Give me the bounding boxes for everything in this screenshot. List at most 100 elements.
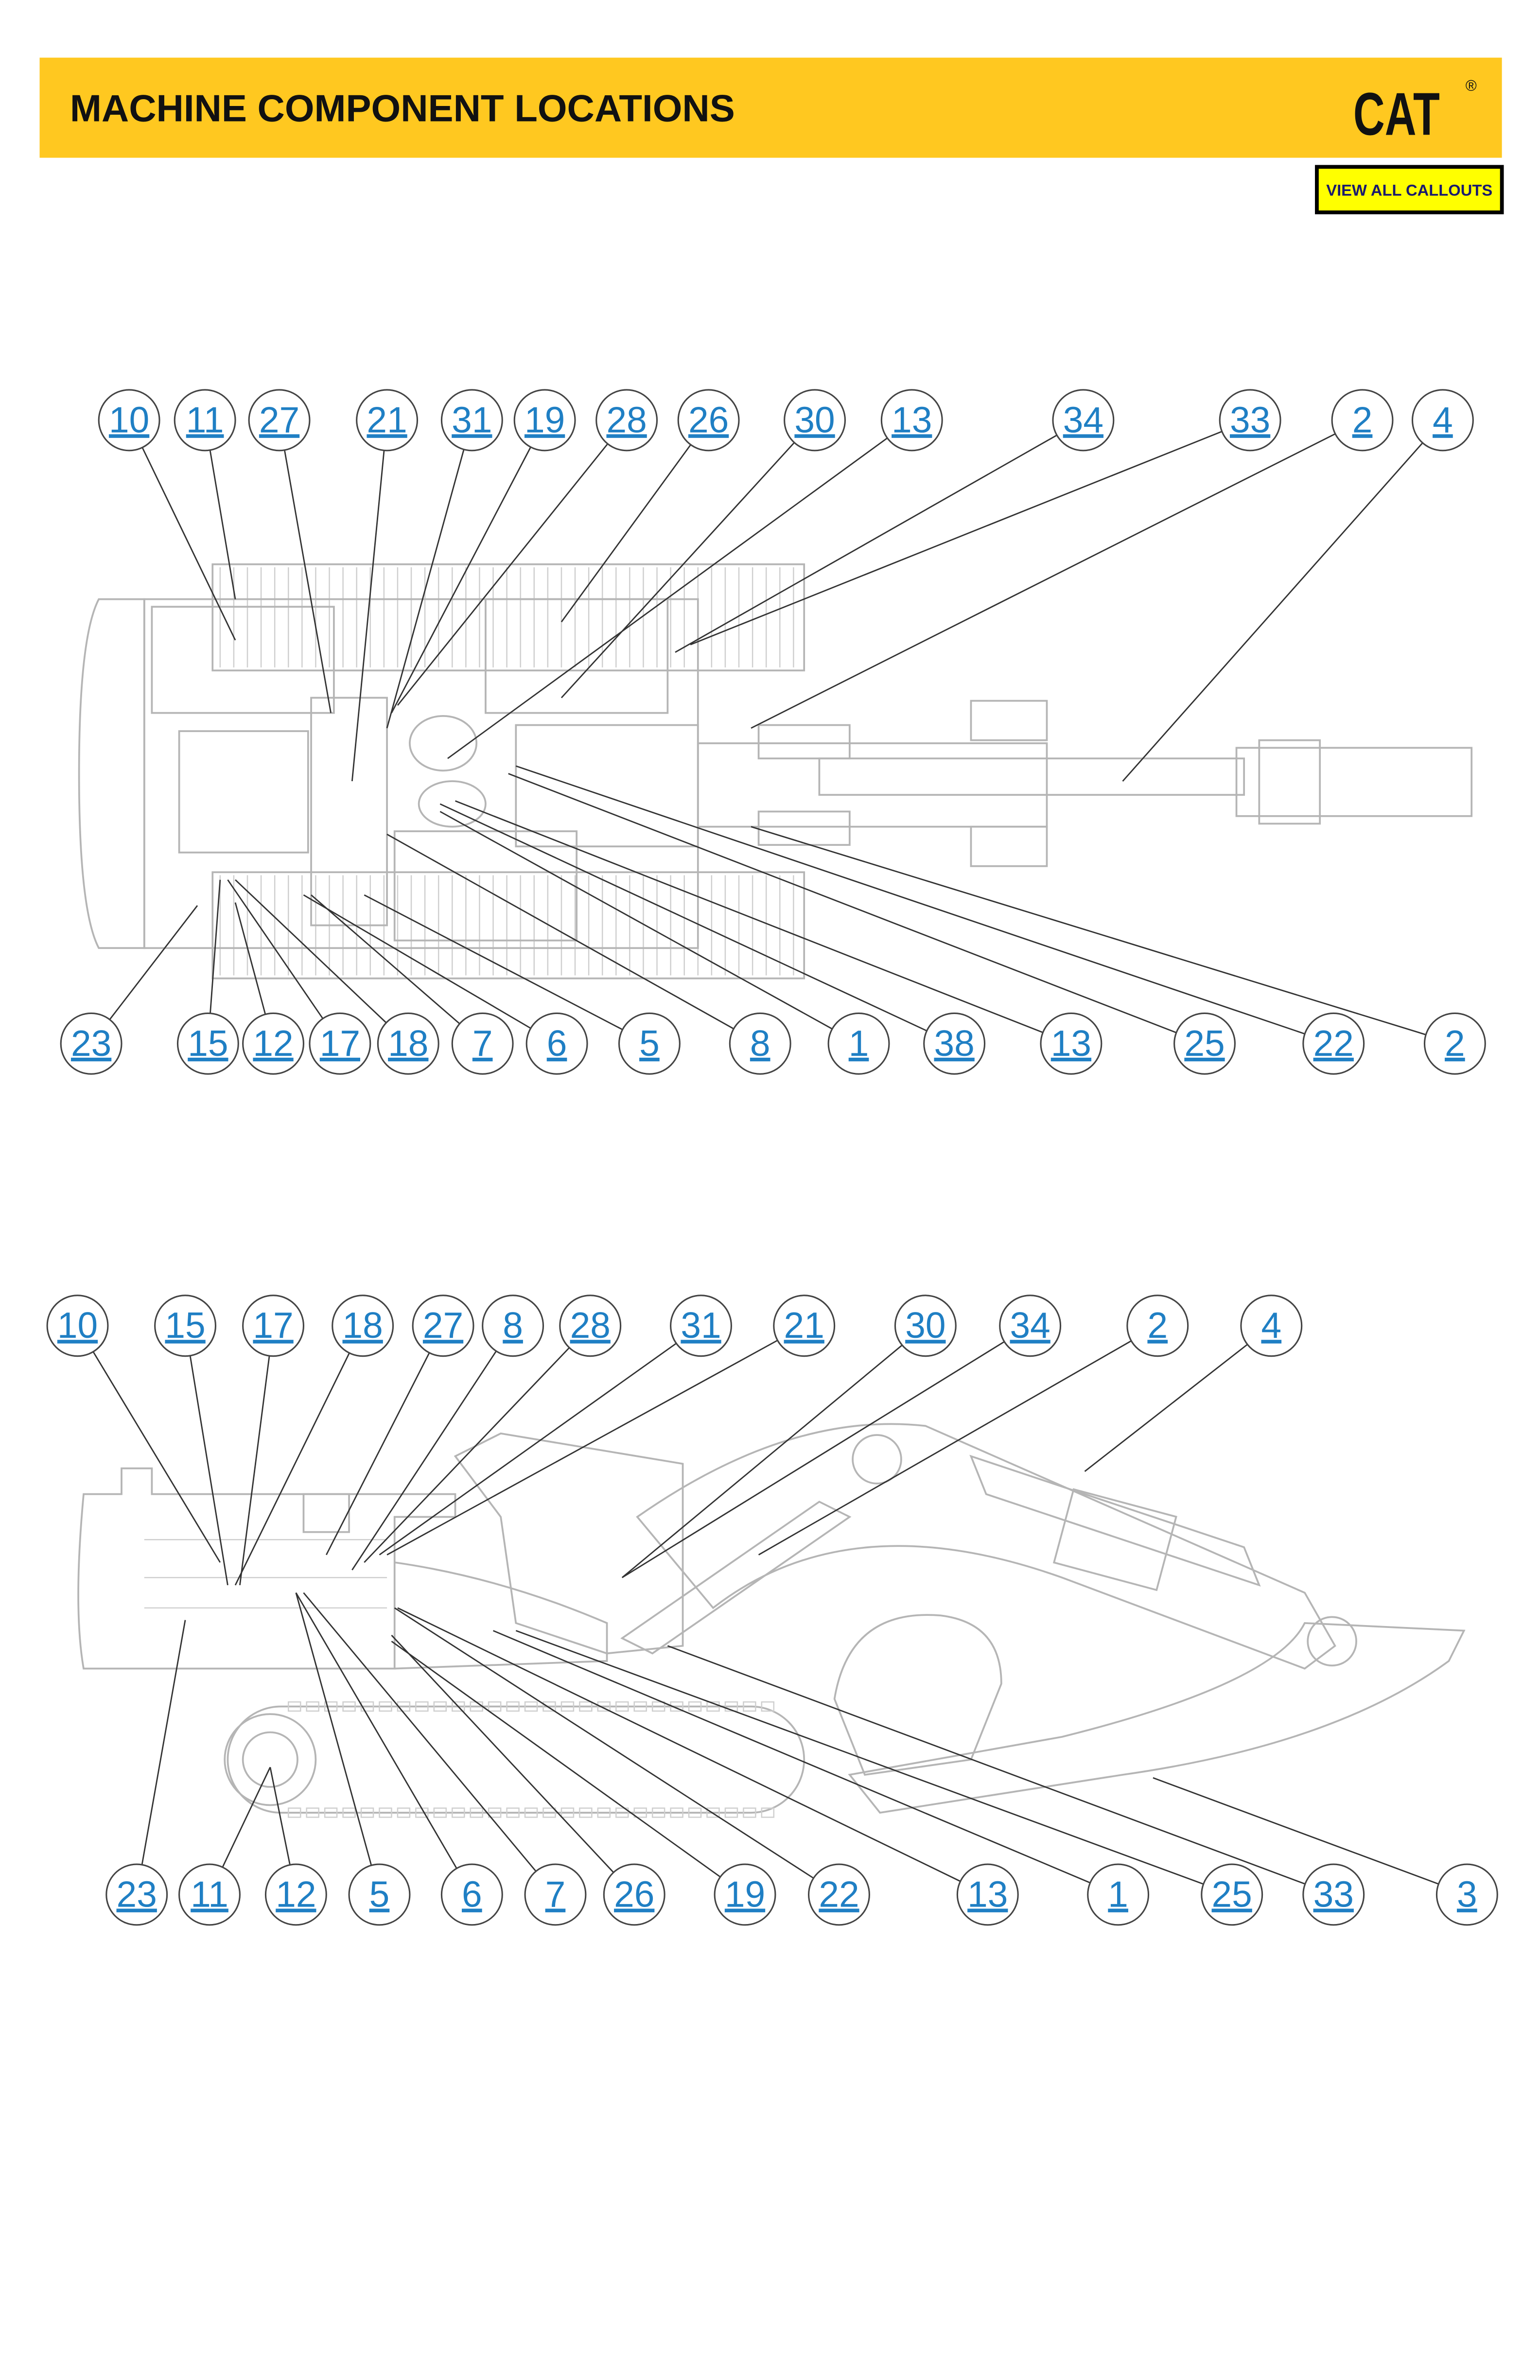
callout-number[interactable]: 38 [934,1023,974,1064]
callout-1[interactable]: 1 [1087,1863,1150,1926]
callout-12[interactable]: 12 [264,1863,327,1926]
view-all-callouts-label[interactable]: VIEW ALL CALLOUTS [1326,181,1492,199]
callout-number[interactable]: 12 [276,1873,316,1914]
callout-number[interactable]: 7 [472,1023,493,1064]
callout-circle[interactable] [98,389,160,452]
callout-number[interactable]: 10 [109,399,149,440]
callout-34[interactable]: 34 [999,1295,1062,1357]
callout-circle[interactable] [559,1295,622,1357]
callout-number[interactable]: 2 [1445,1023,1465,1064]
callout-circle[interactable] [1302,1863,1365,1926]
callout-circle[interactable] [1201,1863,1263,1926]
callout-13[interactable]: 13 [1040,1012,1102,1075]
callout-circle[interactable] [1411,389,1474,452]
callout-26[interactable]: 26 [677,389,740,452]
callout-31[interactable]: 31 [440,389,503,452]
callout-number[interactable]: 15 [165,1305,205,1346]
callout-8[interactable]: 8 [482,1295,544,1357]
callout-number[interactable]: 28 [606,399,647,440]
callout-number[interactable]: 8 [750,1023,770,1064]
callout-number[interactable]: 26 [688,399,729,440]
callout-number[interactable]: 8 [503,1305,523,1346]
callout-number[interactable]: 10 [57,1305,98,1346]
callout-circle[interactable] [154,1295,217,1357]
callout-26[interactable]: 26 [603,1863,665,1926]
callout-number[interactable]: 4 [1433,399,1453,440]
callout-15[interactable]: 15 [176,1012,239,1075]
callout-circle[interactable] [773,1295,836,1357]
callout-6[interactable]: 6 [525,1012,588,1075]
callout-15[interactable]: 15 [154,1295,217,1357]
callout-circle[interactable] [264,1863,327,1926]
callout-2[interactable]: 2 [1126,1295,1189,1357]
callout-circle[interactable] [808,1863,870,1926]
callout-circle[interactable] [248,389,311,452]
callout-23[interactable]: 23 [60,1012,122,1075]
callout-33[interactable]: 33 [1302,1863,1365,1926]
callout-circle[interactable] [670,1295,732,1357]
callout-number[interactable]: 11 [191,1873,228,1914]
callout-circle[interactable] [894,1295,957,1357]
callout-number[interactable]: 13 [1051,1023,1091,1064]
callout-number[interactable]: 19 [725,1873,765,1914]
callout-22[interactable]: 22 [808,1863,870,1926]
callout-number[interactable]: 22 [819,1873,859,1914]
callout-circle[interactable] [105,1863,168,1926]
callout-circle[interactable] [827,1012,890,1075]
callout-circle[interactable] [513,389,576,452]
callout-18[interactable]: 18 [377,1012,439,1075]
callout-circle[interactable] [348,1863,411,1926]
callout-circle[interactable] [618,1012,681,1075]
callout-circle[interactable] [1435,1863,1498,1926]
callout-number[interactable]: 30 [905,1305,945,1346]
callout-4[interactable]: 4 [1240,1295,1303,1357]
callout-number[interactable]: 6 [462,1873,482,1914]
callout-number[interactable]: 5 [369,1873,390,1914]
callout-30[interactable]: 30 [894,1295,957,1357]
callout-27[interactable]: 27 [248,389,311,452]
callout-circle[interactable] [440,389,503,452]
callout-number[interactable]: 28 [570,1305,611,1346]
callout-7[interactable]: 7 [524,1863,587,1926]
callout-number[interactable]: 34 [1010,1305,1050,1346]
callout-circle[interactable] [242,1295,305,1357]
callout-12[interactable]: 12 [242,1012,305,1075]
callout-19[interactable]: 19 [513,389,576,452]
callout-number[interactable]: 3 [1457,1873,1477,1914]
callout-number[interactable]: 22 [1313,1023,1354,1064]
callout-circle[interactable] [1219,389,1281,452]
callout-34[interactable]: 34 [1052,389,1115,452]
callout-circle[interactable] [714,1863,776,1926]
callout-17[interactable]: 17 [242,1295,305,1357]
callout-7[interactable]: 7 [451,1012,514,1075]
callout-number[interactable]: 26 [614,1873,654,1914]
callout-13[interactable]: 13 [956,1863,1019,1926]
callout-number[interactable]: 27 [423,1305,463,1346]
callout-circle[interactable] [178,1863,241,1926]
callout-number[interactable]: 6 [547,1023,567,1064]
callout-2[interactable]: 2 [1423,1012,1486,1075]
callout-circle[interactable] [1173,1012,1236,1075]
callout-number[interactable]: 1 [849,1023,869,1064]
callout-circle[interactable] [482,1295,544,1357]
callout-27[interactable]: 27 [412,1295,474,1357]
callout-circle[interactable] [412,1295,474,1357]
callout-number[interactable]: 17 [320,1023,360,1064]
callout-circle[interactable] [174,389,236,452]
callout-number[interactable]: 13 [967,1873,1008,1914]
callout-circle[interactable] [309,1012,371,1075]
callout-circle[interactable] [1040,1012,1102,1075]
callout-2[interactable]: 2 [1331,389,1394,452]
callout-33[interactable]: 33 [1219,389,1281,452]
callout-number[interactable]: 12 [253,1023,293,1064]
callout-number[interactable]: 2 [1352,399,1373,440]
callout-18[interactable]: 18 [332,1295,394,1357]
callout-13[interactable]: 13 [880,389,943,452]
callout-circle[interactable] [923,1012,986,1075]
callout-3[interactable]: 3 [1435,1863,1498,1926]
callout-30[interactable]: 30 [784,389,846,452]
callout-4[interactable]: 4 [1411,389,1474,452]
callout-number[interactable]: 25 [1184,1023,1225,1064]
callout-circle[interactable] [880,389,943,452]
callout-number[interactable]: 19 [525,399,565,440]
